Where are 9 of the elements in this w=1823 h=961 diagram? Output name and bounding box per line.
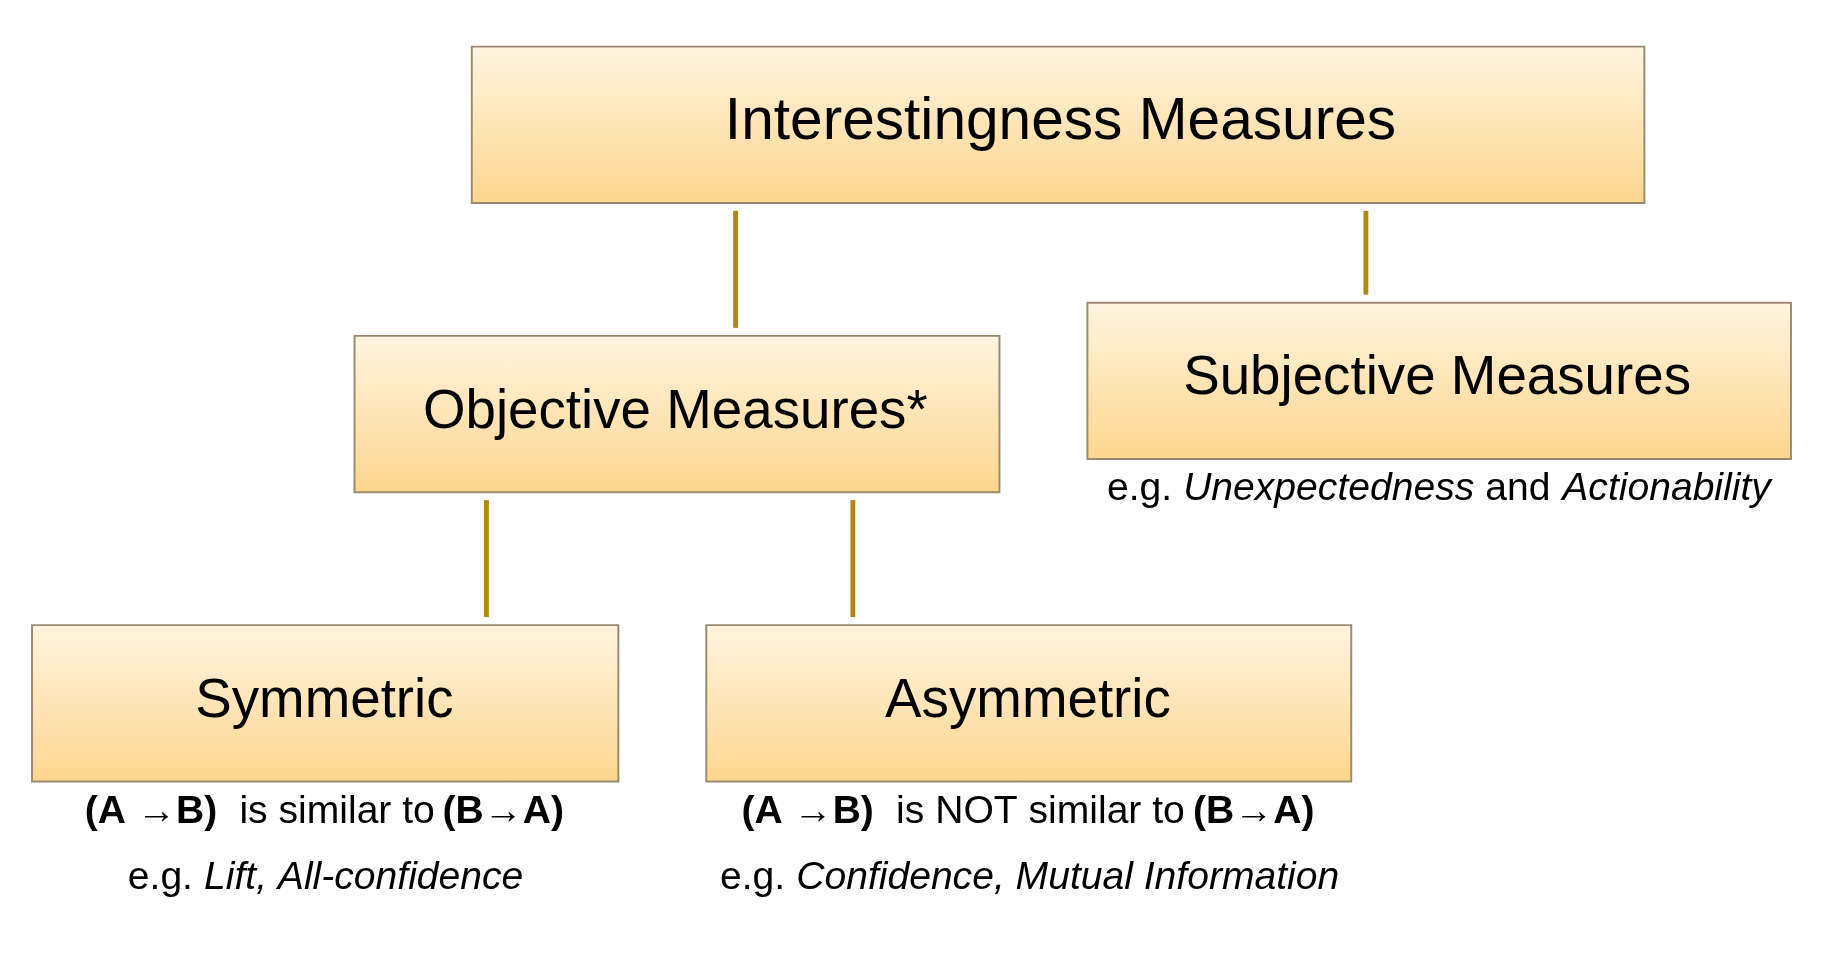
connector: [733, 210, 739, 328]
node-label: e.g. Unexpectedness and Actionability: [1106, 465, 1771, 509]
node-label: e.g. Confidence, Mutual Information: [719, 853, 1340, 897]
node-label: (A →B) is NOT similar to (B→A): [741, 787, 1315, 831]
node-label: e.g. Lift, All-confidence: [127, 853, 524, 897]
node-label: (A →B) is similar to (B→A): [84, 787, 564, 831]
connector: [484, 500, 489, 618]
connector: [850, 500, 856, 618]
connector: [1363, 210, 1369, 295]
